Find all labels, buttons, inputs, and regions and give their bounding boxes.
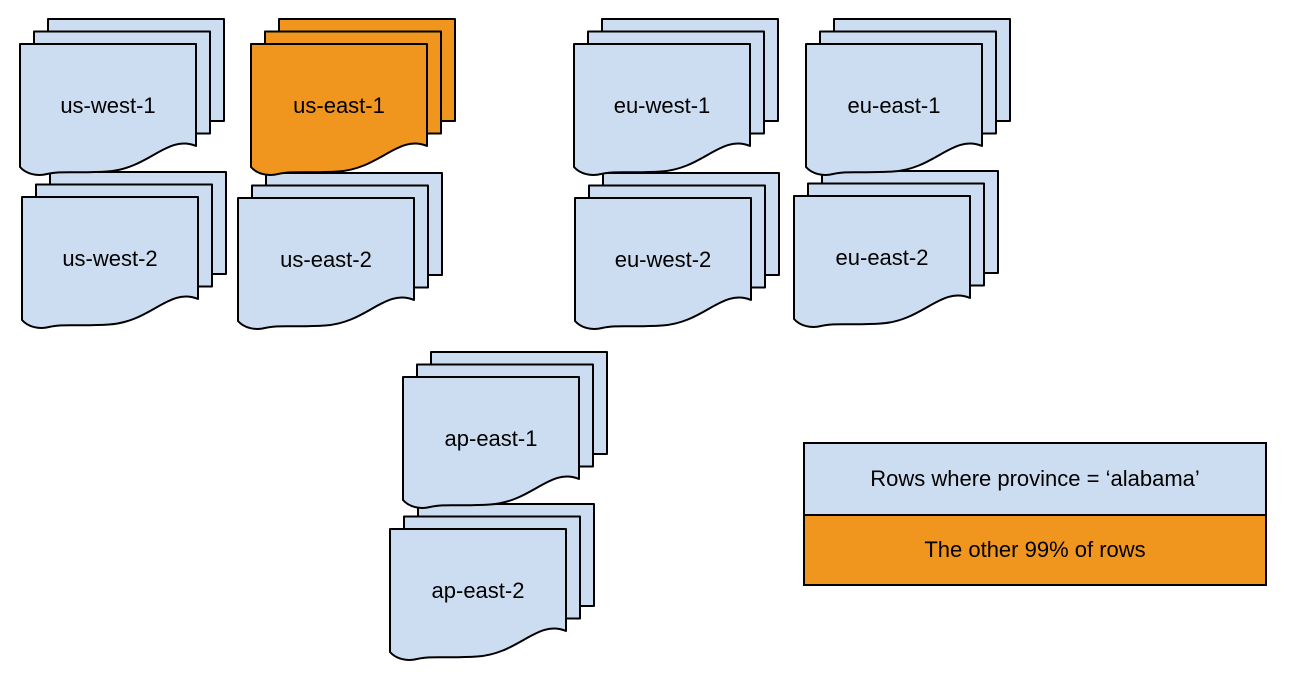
stack-ap-east-2: ap-east-2 [389,503,596,665]
page-front-icon [573,43,751,176]
page-front-icon [21,196,199,329]
legend-row-label: Rows where province = ‘alabama’ [870,466,1200,491]
document-stack-graphic: eu-west-2 [574,172,780,330]
document-stack-graphic: us-west-2 [21,171,227,329]
stack-us-west-2: us-west-2 [21,171,228,333]
stack-eu-east-1: eu-east-1 [805,18,1012,180]
stack-eu-east-2: eu-east-2 [793,170,1000,332]
page-front-icon [250,43,428,176]
document-stack-graphic: eu-west-1 [573,18,779,176]
document-stack-graphic: eu-east-1 [805,18,1011,176]
page-front-icon [237,197,415,330]
stack-us-east-1: us-east-1 [250,18,457,180]
stack-label: eu-east-2 [836,245,929,270]
stack-label: us-west-1 [60,93,155,118]
legend-row-label: The other 99% of rows [924,537,1146,562]
page-front-icon [805,43,983,176]
document-stack-graphic: eu-east-2 [793,170,999,328]
page-front-icon [389,528,567,661]
legend-row-blue: Rows where province = ‘alabama’ [805,444,1265,514]
stack-label: eu-west-2 [615,247,712,272]
stack-label: eu-west-1 [614,93,711,118]
stack-label: eu-east-1 [848,93,941,118]
page-front-icon [19,43,197,176]
document-stack-graphic: ap-east-2 [389,503,595,661]
page-front-icon [574,197,752,330]
stack-label: us-west-2 [62,246,157,271]
stack-us-west-1: us-west-1 [19,18,226,180]
stack-eu-west-2: eu-west-2 [574,172,781,334]
stack-label: us-east-1 [293,93,385,118]
document-stack-graphic: us-east-1 [250,18,456,176]
stack-us-east-2: us-east-2 [237,172,444,334]
legend: Rows where province = ‘alabama’ The othe… [803,442,1267,586]
stack-label: ap-east-1 [445,426,538,451]
document-stack-graphic: us-west-1 [19,18,225,176]
stack-label: ap-east-2 [432,578,525,603]
document-stack-graphic: us-east-2 [237,172,443,330]
stack-eu-west-1: eu-west-1 [573,18,780,180]
document-stack-graphic: ap-east-1 [402,351,608,509]
stack-ap-east-1: ap-east-1 [402,351,609,513]
legend-row-orange: The other 99% of rows [805,514,1265,584]
page-front-icon [402,376,580,509]
stack-label: us-east-2 [280,247,372,272]
page-front-icon [793,195,971,328]
